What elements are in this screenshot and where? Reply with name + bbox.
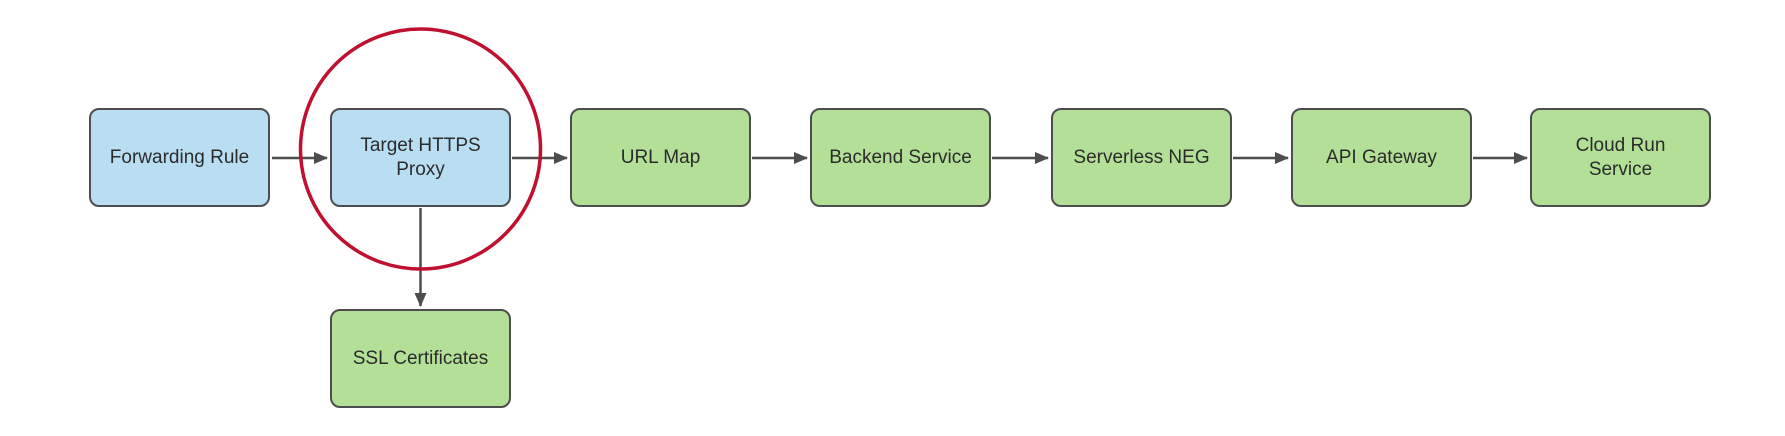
node-cloud-run-service: Cloud Run Service [1530, 108, 1711, 207]
node-api-gateway: API Gateway [1291, 108, 1472, 207]
node-serverless-neg: Serverless NEG [1051, 108, 1232, 207]
node-backend-service: Backend Service [810, 108, 991, 207]
node-label: Serverless NEG [1073, 146, 1210, 168]
node-label: Forwarding Rule [109, 146, 250, 168]
node-label: URL Map [620, 146, 701, 168]
node-label: Target HTTPS Proxy [360, 134, 481, 180]
node-ssl-certificates: SSL Certificates [330, 309, 511, 408]
node-label: API Gateway [1326, 146, 1437, 168]
node-label: Cloud Run Service [1575, 134, 1666, 180]
node-url-map: URL Map [570, 108, 751, 207]
node-forwarding-rule: Forwarding Rule [89, 108, 270, 207]
node-label: SSL Certificates [352, 347, 489, 369]
node-label: Backend Service [829, 146, 972, 168]
node-target-https-proxy: Target HTTPS Proxy [330, 108, 511, 207]
